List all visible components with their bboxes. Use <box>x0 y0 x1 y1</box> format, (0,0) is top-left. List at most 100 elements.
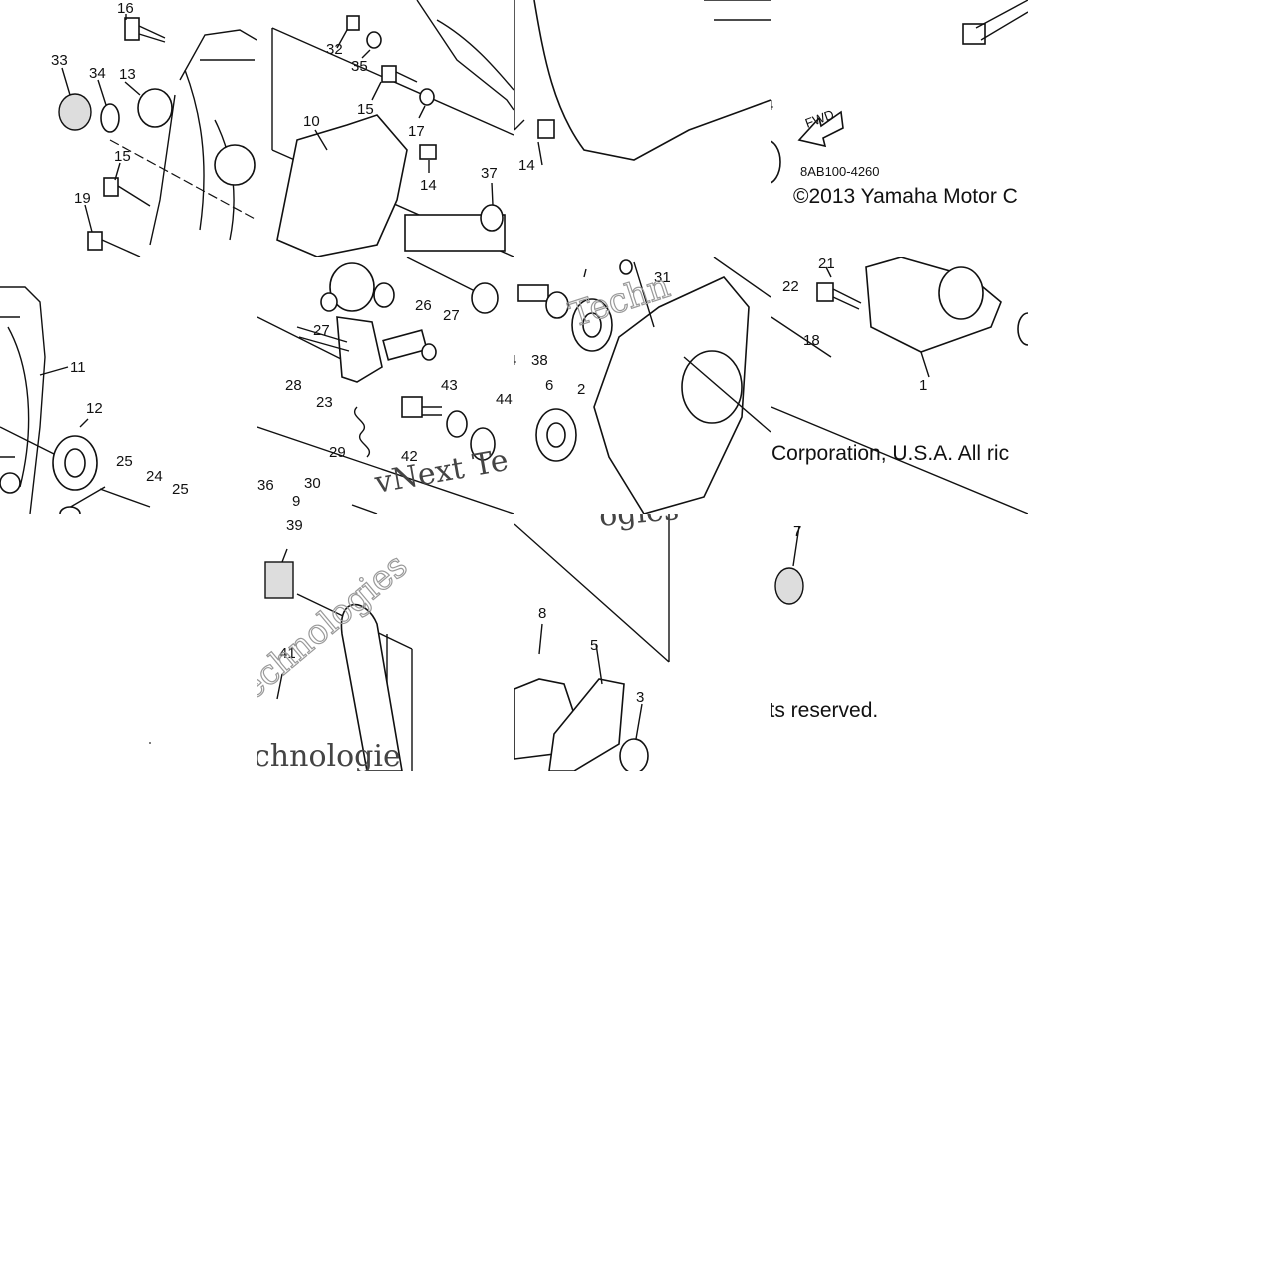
dowel-14 <box>419 144 437 160</box>
cover-bearing-bore <box>681 350 743 424</box>
washer-17 <box>419 88 435 106</box>
callout-leaders <box>583 261 655 328</box>
callout-t12-2: 38 <box>531 352 548 369</box>
callout-t11-7: 29 <box>329 444 346 461</box>
bearing <box>329 262 375 312</box>
bolt-32-head <box>346 15 360 31</box>
crankcase-rib <box>7 326 30 488</box>
tile-2-3-drawing: 7 ıhts reserved. <box>771 523 878 722</box>
diagram-tile-2-4 <box>1028 514 1285 771</box>
tile-0-0-drawing: 16 33 34 13 15 19 <box>51 0 257 257</box>
circlip-27 <box>320 292 338 312</box>
speck <box>149 742 151 744</box>
sprocket-39 <box>264 561 294 599</box>
callout-t01-4: 10 <box>303 113 320 130</box>
bolt-42-shank <box>422 406 442 416</box>
rod-28 <box>296 326 350 352</box>
pin-26 <box>382 329 428 361</box>
fwd-arrow <box>797 110 844 148</box>
callout-leaders <box>314 29 494 206</box>
cover-edge <box>514 0 525 131</box>
callout-t00-0: 16 <box>117 0 134 17</box>
callout-t13-1: 22 <box>782 278 799 295</box>
callout-t00-4: 15 <box>114 148 131 165</box>
tile-0-1-drawing: 32 35 15 17 10 14 37 <box>271 0 514 257</box>
diagram-tile-1-1: 27 26 27 28 23 43 44 29 42 36 38 9 30 vN… <box>257 257 514 514</box>
callout-t10-1: 12 <box>86 400 103 417</box>
callout-t02-0: 14 <box>518 157 535 174</box>
bore <box>0 472 21 494</box>
bolt-15-head <box>381 65 397 83</box>
callout-t22-2: 3 <box>636 689 644 706</box>
bolt-16-head <box>124 17 140 41</box>
callout-t11-8: 42 <box>401 448 418 465</box>
callout-t10-2: 25 <box>116 453 133 470</box>
assembly-lines <box>514 514 670 663</box>
shaft-end <box>517 284 549 302</box>
spring-29 <box>354 406 370 458</box>
callout-leaders <box>276 548 288 700</box>
gasket-10 <box>276 114 408 257</box>
callout-leaders <box>61 14 141 233</box>
shaft-end <box>704 0 771 21</box>
callout-t11-4: 23 <box>316 394 333 411</box>
callout-t01-2: 15 <box>357 101 374 118</box>
seal-7 <box>774 567 804 605</box>
callout-t01-1: 35 <box>351 58 368 75</box>
callout-t22-0: 8 <box>538 605 546 622</box>
callout-t21-0: 39 <box>286 517 303 534</box>
callout-t01-5: 14 <box>420 177 437 194</box>
seal-33 <box>58 93 92 131</box>
callout-t12-3: 2 <box>577 381 585 398</box>
callout-t21-1: 41 <box>279 645 296 662</box>
diagram-tile-1-3: 21 22 18 1 Corporation, U.S.A. All ric <box>771 257 1028 514</box>
callout-t10-4: 25 <box>172 481 189 498</box>
seal-37 <box>480 204 504 232</box>
tile-1-3-drawing: 21 22 18 1 Corporation, U.S.A. All ric <box>771 257 1028 514</box>
bolt-19-shank <box>101 239 141 257</box>
callout-t10-3: 24 <box>146 468 163 485</box>
watermark-1: vNext Te <box>371 443 511 501</box>
tile-2-2-drawing: 8 5 3 ogies <box>514 514 680 771</box>
crankcase-gasket-outline <box>533 0 771 161</box>
tile-1-0-drawing: 11 12 25 24 25 <box>0 286 189 514</box>
crankcase-cover-outline <box>149 29 257 246</box>
callout-t12-5: 4 <box>514 352 516 369</box>
callout-t10-0: 11 <box>70 359 86 376</box>
crankcase-cover-1 <box>593 276 750 514</box>
tile-0-2-drawing: 14 <box>514 0 771 174</box>
seal-edge <box>1017 312 1028 346</box>
diagram-tile-2-2: 8 5 3 ogies <box>514 514 771 771</box>
callout-t01-0: 32 <box>326 41 343 58</box>
diagram-tile-2-1: 39 41 chnologie Technologies <box>257 514 514 771</box>
bolt-18-head <box>816 282 834 302</box>
bolt-head <box>962 23 986 45</box>
shift-arm-23 <box>336 316 383 383</box>
callout-t11-9: 36 <box>257 477 274 494</box>
callout-t01-6: 37 <box>481 165 498 182</box>
o-ring-34 <box>100 103 120 133</box>
washer <box>373 282 395 308</box>
callout-t00-5: 19 <box>74 190 91 207</box>
bolt-shank <box>975 0 1028 41</box>
seal-13 <box>137 88 173 128</box>
callout-t11-6: 44 <box>496 391 513 408</box>
assembly-lines <box>771 266 1028 514</box>
bolt-15-head <box>103 177 119 197</box>
callout-leaders <box>0 366 69 458</box>
callout-t00-3: 13 <box>119 66 136 83</box>
watermark-3: chnologie <box>257 739 401 771</box>
crankcase-half-outline <box>0 286 46 514</box>
seal-3 <box>619 738 649 771</box>
housing-bore <box>938 266 984 320</box>
part-30 <box>351 504 378 514</box>
collar-38 <box>545 291 569 319</box>
diagram-tile-0-3: FWD 8AB100-4260 ©2013 Yamaha Motor C 45 … <box>771 0 1028 257</box>
callout-t11-5: 43 <box>441 377 458 394</box>
copyright-part-3: ıhts reserved. <box>771 699 878 722</box>
callout-t11-2: 27 <box>443 307 460 324</box>
callout-t11-11: 9 <box>292 493 300 510</box>
bolt-16-shank <box>138 25 166 43</box>
bolt-19-head <box>87 231 103 251</box>
